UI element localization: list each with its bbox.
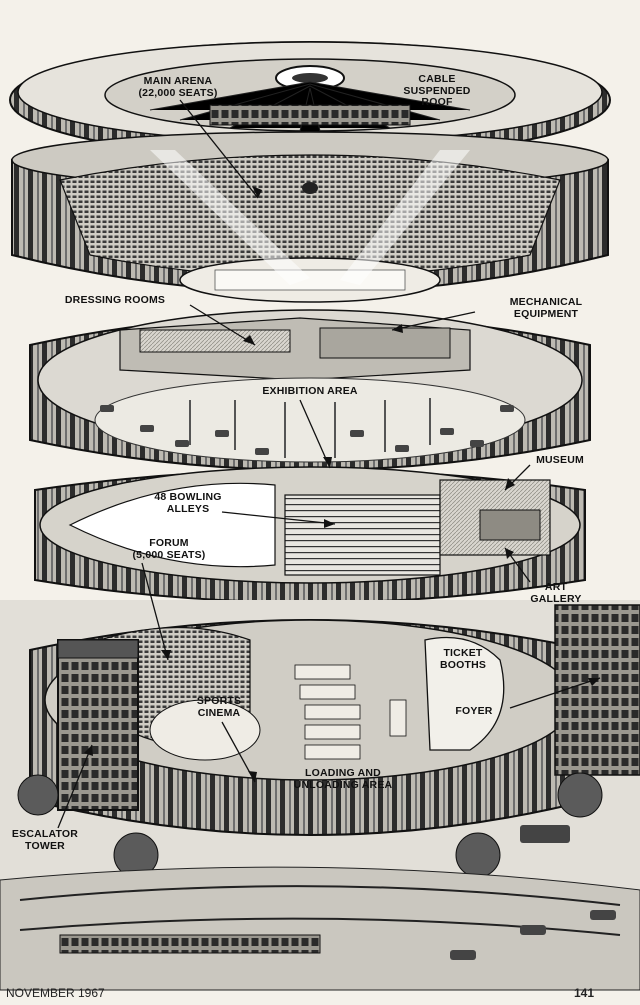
label-forum: FORUM (5,000 SEATS) xyxy=(132,537,206,561)
dressing-mechanical-level xyxy=(29,309,591,471)
label-art-gallery: ART GALLERY xyxy=(530,581,582,605)
label-foyer: FOYER xyxy=(455,705,493,717)
label-sports-cinema: SPORTS CINEMA xyxy=(196,695,242,719)
label-bowling-alleys: 48 BOWLING ALLEYS xyxy=(154,491,222,515)
label-museum: MUSEUM xyxy=(536,454,584,466)
label-loading-area: LOADING AND UNLOADING AREA xyxy=(293,767,393,791)
label-escalator-tower: ESCALATOR TOWER xyxy=(11,828,79,852)
label-mechanical-equipment: MECHANICAL EQUIPMENT xyxy=(509,296,583,320)
footer-date: NOVEMBER 1967 xyxy=(6,986,105,1000)
ground-level xyxy=(0,600,640,991)
label-dressing-rooms: DRESSING ROOMS xyxy=(64,294,166,306)
page-number: 141 xyxy=(574,986,595,1000)
main-arena-level xyxy=(11,131,609,303)
roof-level xyxy=(9,41,611,159)
bowling-level xyxy=(34,466,586,604)
leader-arrowheads xyxy=(84,186,600,782)
label-ticket-booths: TICKET BOOTHS xyxy=(439,647,487,671)
label-cable-roof: CABLE SUSPENDED ROOF xyxy=(403,73,471,108)
label-main-arena: MAIN ARENA (22,000 SEATS) xyxy=(138,75,218,99)
label-exhibition-area: EXHIBITION AREA xyxy=(262,385,358,397)
